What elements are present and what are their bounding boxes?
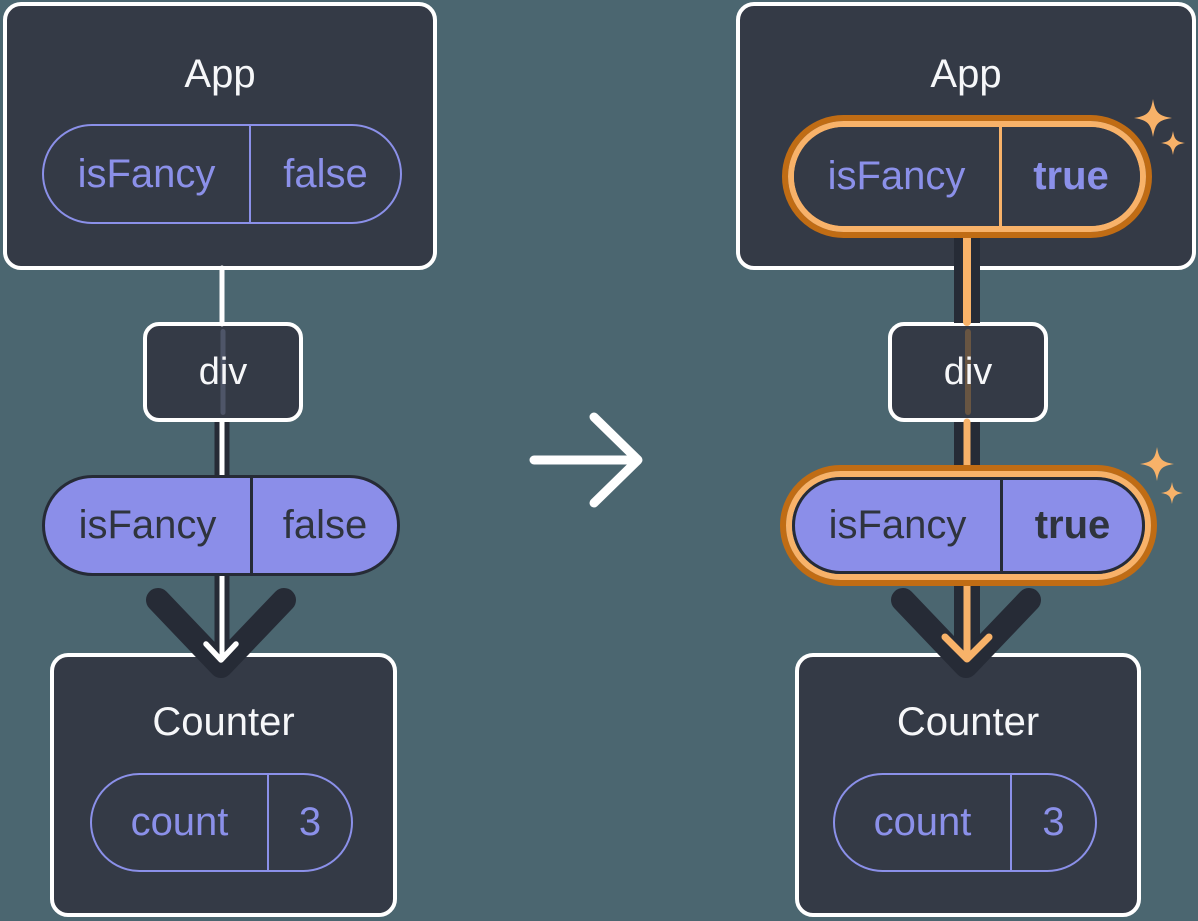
state-pill-app-left: isFancy false xyxy=(42,124,402,224)
component-title: Counter xyxy=(152,700,295,744)
highlight-ring: isFancy true xyxy=(788,121,1146,232)
div-node-left: div xyxy=(143,322,303,422)
div-node-right: div xyxy=(888,322,1048,422)
pill-value: 3 xyxy=(1010,775,1095,870)
sparkle-icon xyxy=(1161,482,1183,504)
state-pill-counter-right: count 3 xyxy=(833,773,1097,872)
pill-key: count xyxy=(130,800,229,844)
prop-pill-right-highlighted: isFancy true xyxy=(780,465,1157,586)
pill-value: 3 xyxy=(267,775,351,870)
transition-arrow-icon xyxy=(529,412,643,508)
highlight-ring: isFancy true xyxy=(786,471,1151,580)
pill-key: count xyxy=(873,800,972,844)
pill-value: false xyxy=(249,126,400,222)
pill-value: true xyxy=(999,127,1140,226)
pill-key: isFancy xyxy=(77,151,216,196)
state-pill-app-right: isFancy true xyxy=(794,127,1140,226)
state-passthrough-line xyxy=(965,329,971,415)
div-label: div xyxy=(198,350,248,393)
component-title: Counter xyxy=(896,700,1040,744)
pill-value: true xyxy=(1000,480,1142,571)
state-passthrough-line xyxy=(220,329,226,415)
div-label: div xyxy=(943,350,993,393)
sparkle-icon xyxy=(1140,447,1174,481)
pill-key: isFancy xyxy=(78,503,217,547)
state-pill-app-right-highlighted: isFancy true xyxy=(782,115,1152,238)
prop-pill-left: isFancy false xyxy=(42,475,400,576)
pill-key: isFancy xyxy=(827,154,966,198)
prop-pill-right: isFancy true xyxy=(792,477,1145,574)
component-title: App xyxy=(184,52,256,96)
pill-key: isFancy xyxy=(828,503,967,547)
pill-value: false xyxy=(250,478,397,573)
component-title: App xyxy=(930,52,1002,96)
state-pill-counter-left: count 3 xyxy=(90,773,353,872)
